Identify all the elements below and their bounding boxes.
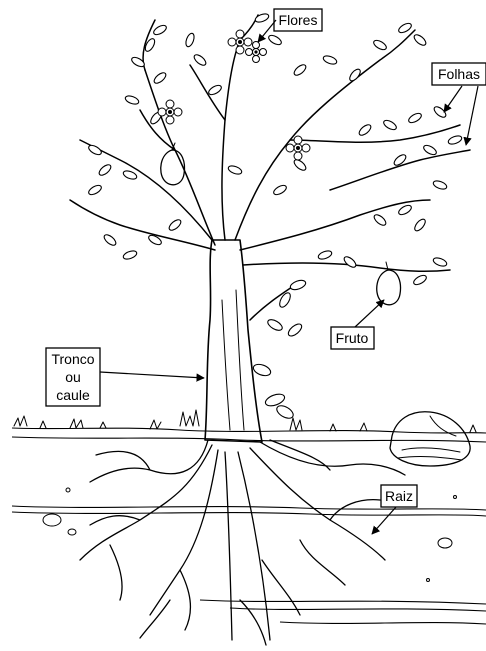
flower-3 xyxy=(158,100,182,124)
label-fruit: Fruto xyxy=(331,300,384,349)
trunk xyxy=(205,240,262,442)
roots xyxy=(80,440,405,645)
label-leaves: Folhas xyxy=(432,63,486,145)
svg-text:Tronco: Tronco xyxy=(51,351,94,367)
svg-text:Fruto: Fruto xyxy=(336,330,369,346)
branches xyxy=(70,15,470,320)
leaves xyxy=(87,12,463,421)
svg-text:Folhas: Folhas xyxy=(438,66,480,82)
svg-text:caule: caule xyxy=(56,387,90,403)
svg-text:Flores: Flores xyxy=(279,12,318,28)
svg-text:Raiz: Raiz xyxy=(385,488,413,504)
fruit-left xyxy=(161,150,185,185)
flowers xyxy=(158,30,310,160)
fruit-right xyxy=(377,270,401,305)
svg-text:ou: ou xyxy=(65,369,81,385)
fruits xyxy=(161,143,401,305)
label-trunk: Tronco ou caule xyxy=(46,348,204,406)
